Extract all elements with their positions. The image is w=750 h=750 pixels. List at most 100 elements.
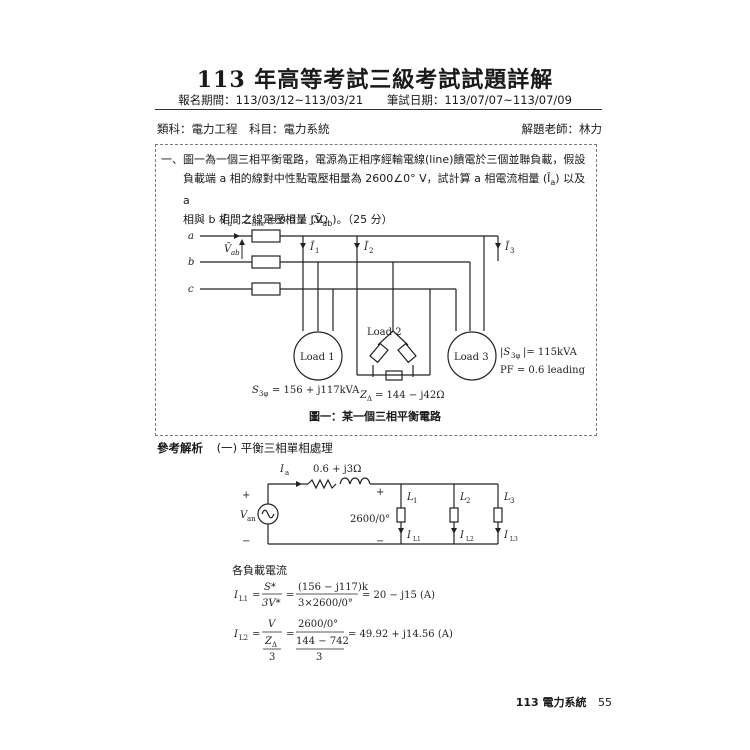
page-number: 55 bbox=[598, 696, 612, 709]
svg-text:Δ: Δ bbox=[367, 395, 372, 403]
load1-circle bbox=[293, 331, 343, 381]
load1-label: Load 1 bbox=[300, 352, 335, 363]
current-IL3-label: I bbox=[503, 530, 509, 541]
solution-heading: 參考解析 (一) 平衡三相單相處理 bbox=[157, 440, 333, 456]
current-Ia-label: Ī bbox=[221, 214, 227, 226]
line-impedance-c bbox=[251, 282, 281, 296]
svg-text:3φ: 3φ bbox=[511, 352, 520, 360]
current-IL2-label: I bbox=[459, 530, 465, 541]
svg-text:an: an bbox=[247, 515, 256, 523]
current-Ia-label: I bbox=[279, 464, 285, 475]
svg-text:L3: L3 bbox=[510, 536, 518, 543]
line-resistor bbox=[307, 478, 337, 490]
z-line-label: Z bbox=[243, 215, 252, 226]
question-text: 一、圖一為一個三相平衡電路，電源為正相序經輸電線(line)饋電於三個並聯負載，… bbox=[161, 151, 593, 233]
line-impedance-a bbox=[251, 229, 281, 243]
svg-text:3: 3 bbox=[316, 652, 322, 663]
svg-text:L2: L2 bbox=[466, 536, 474, 543]
current-I3-label: Ī bbox=[504, 241, 510, 253]
svg-text:2600/0°: 2600/0° bbox=[298, 619, 338, 630]
page-footer: 113 電力系統 55 bbox=[516, 694, 612, 710]
exam-date: 筆試日期：113/07/07~113/07/09 bbox=[386, 93, 572, 107]
svg-text:−: − bbox=[376, 536, 384, 547]
svg-text:I: I bbox=[233, 629, 239, 640]
exam-dates: 報名期間：113/03/12~113/03/21 筆試日期：113/07/07~… bbox=[0, 92, 750, 108]
svg-text:L1: L1 bbox=[413, 536, 421, 543]
load3-power: |S bbox=[500, 347, 510, 358]
svg-text:Δ: Δ bbox=[272, 641, 277, 649]
svg-text:=: = bbox=[252, 590, 260, 601]
question-line-1: 一、圖一為一個三相平衡電路，電源為正相序經輸電線(line)饋電於三個並聯負載，… bbox=[161, 153, 586, 166]
svg-text:I: I bbox=[233, 590, 239, 601]
vab-label: V̄ bbox=[224, 243, 233, 255]
load2-label: Load 2 bbox=[367, 327, 402, 338]
figure1-caption: 圖一：某一個三相平衡電路 bbox=[309, 410, 441, 423]
z-line-label: 0.6 + j3Ω bbox=[313, 464, 361, 475]
svg-text:(156 − j117)k: (156 − j117)k bbox=[298, 582, 369, 593]
solution-label: 參考解析 bbox=[157, 441, 203, 455]
svg-text:ab: ab bbox=[231, 249, 240, 257]
svg-text:+: + bbox=[376, 487, 384, 498]
svg-text:Z: Z bbox=[264, 636, 273, 647]
svg-text:3: 3 bbox=[510, 247, 514, 255]
load3-label: Load 3 bbox=[454, 352, 489, 363]
line-inductor bbox=[339, 477, 371, 485]
svg-text:S*: S* bbox=[264, 582, 276, 593]
svg-text:L1: L1 bbox=[239, 595, 248, 603]
svg-text:line: line bbox=[252, 220, 265, 228]
load-voltage-label: 2600/0° bbox=[350, 514, 390, 525]
current-IL1-label: I bbox=[406, 530, 412, 541]
load-L1-label: L bbox=[406, 492, 414, 503]
svg-text:=: = bbox=[286, 590, 294, 601]
svg-text:2: 2 bbox=[466, 497, 470, 505]
figure1-circuit: a b c Ī a Z line = 0.6 + j3Ω V̄ ab Ī 1 Ī… bbox=[188, 214, 586, 403]
svg-text:3×2600/0°: 3×2600/0° bbox=[298, 598, 353, 609]
svg-text:a: a bbox=[228, 220, 232, 228]
svg-text:= 0.6 + j3Ω: = 0.6 + j3Ω bbox=[268, 215, 328, 226]
svg-text:=: = bbox=[252, 629, 260, 640]
svg-text:1: 1 bbox=[413, 497, 417, 505]
equation-IL1: I L1 = S* 3V* = (156 − j117)k 3×2600/0° … bbox=[233, 582, 435, 609]
svg-text:V: V bbox=[268, 619, 277, 630]
equation-IL2: I L2 = V Z Δ 3 = 2600/0° 144 − 742 3 = 4… bbox=[233, 619, 453, 663]
svg-text:= 20 − j15 (A): = 20 − j15 (A) bbox=[362, 590, 435, 601]
signup-period: 報名期間：113/03/12~113/03/21 bbox=[178, 93, 364, 107]
svg-text:3: 3 bbox=[510, 497, 514, 505]
svg-text:L2: L2 bbox=[239, 634, 248, 642]
phase-c-label: c bbox=[188, 284, 194, 295]
load2-impedance: Z bbox=[359, 390, 368, 401]
book-title: 113 電力系統 bbox=[515, 696, 587, 709]
load-L3-label: L bbox=[503, 492, 511, 503]
current-I1-label: Ī bbox=[309, 241, 315, 253]
page-title: 113 年高等考試三級考試試題詳解 bbox=[196, 67, 554, 93]
question-line-2: 負載端 a 相的線對中性點電壓相量為 2600∠0° V，試計算 a 相電流相量… bbox=[183, 171, 586, 208]
load-current-label: 各負載電流 bbox=[232, 564, 287, 577]
solution-step: (一) 平衡三相單相處理 bbox=[216, 441, 333, 455]
svg-text:=: = bbox=[286, 629, 294, 640]
source-voltage-label: V bbox=[240, 510, 249, 521]
svg-text:−: − bbox=[242, 536, 250, 547]
svg-text:144 − 742: 144 − 742 bbox=[296, 636, 349, 647]
svg-text:+: + bbox=[242, 490, 250, 501]
svg-text:|= 115kVA: |= 115kVA bbox=[523, 347, 578, 358]
svg-text:a: a bbox=[285, 469, 289, 477]
line-impedance-b bbox=[251, 255, 281, 269]
svg-text:3V*: 3V* bbox=[262, 598, 281, 609]
svg-text:3: 3 bbox=[269, 652, 275, 663]
question-box bbox=[155, 144, 597, 436]
teacher-info: 解題老師：林力 bbox=[521, 122, 603, 136]
phase-b-label: b bbox=[188, 257, 194, 268]
load3-pf: PF = 0.6 leading bbox=[500, 365, 586, 376]
load1-power: S bbox=[252, 385, 259, 396]
svg-text:= 156 + j117kVA: = 156 + j117kVA bbox=[272, 385, 360, 396]
load-L2-label: L bbox=[459, 492, 467, 503]
svg-text:= 144 − j42Ω: = 144 − j42Ω bbox=[375, 390, 445, 401]
svg-text:= 49.92 + j14.56 (A): = 49.92 + j14.56 (A) bbox=[348, 629, 453, 640]
current-I2-label: Ī bbox=[363, 241, 369, 253]
svg-text:3φ: 3φ bbox=[259, 390, 268, 398]
load3-circle bbox=[447, 331, 497, 381]
phase-a-label: a bbox=[188, 231, 194, 242]
header-divider bbox=[155, 109, 602, 110]
svg-text:1: 1 bbox=[315, 247, 319, 255]
subject-info: 類科：電力工程 科目：電力系統 bbox=[157, 122, 330, 136]
